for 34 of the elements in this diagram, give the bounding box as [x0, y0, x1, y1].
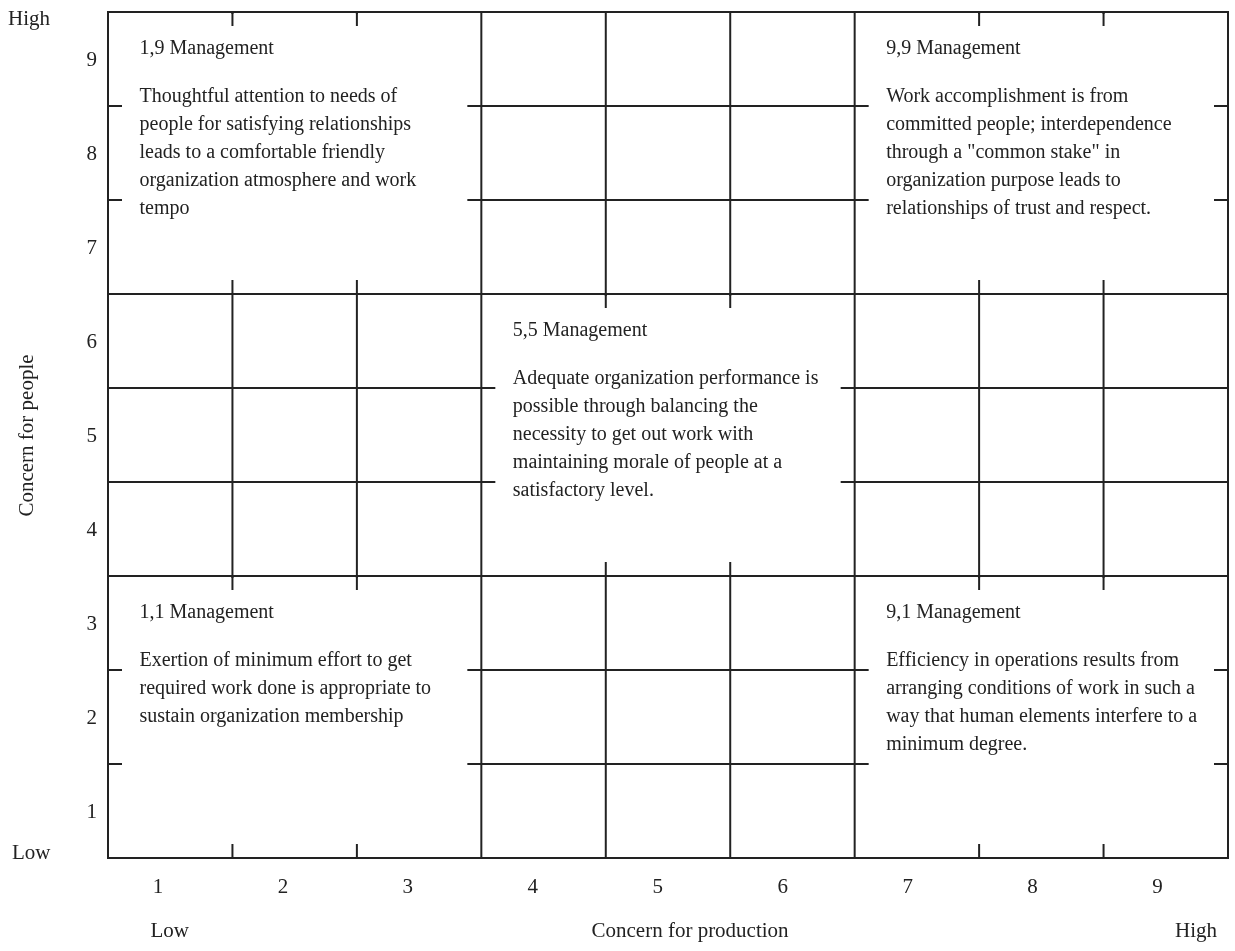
tick-label: 8	[86, 140, 97, 166]
tick-label: 4	[86, 516, 97, 542]
tick-label: 9	[1152, 873, 1163, 899]
region-heading: 1,9 Management	[139, 35, 275, 59]
axis-title: Concern for production	[591, 917, 789, 943]
tick-label: 5	[86, 422, 97, 448]
axis-title: Concern for people	[13, 353, 39, 517]
tick-label: 6	[86, 328, 97, 354]
tick-label: 9	[86, 46, 97, 72]
region-heading: 1,1 Management	[139, 599, 275, 623]
axis-end-label: High	[8, 6, 50, 31]
tick-label: 3	[402, 873, 414, 899]
region-heading: 5,5 Management	[512, 317, 649, 341]
tick-label: 1	[86, 798, 97, 824]
tick-label: 2	[277, 873, 289, 899]
tick-label: 3	[86, 610, 97, 636]
region-description: Thoughtful attention to needs of people for satisfying relationships leads to a comfortable friendly organization atmosphere and work tempo	[139, 82, 418, 221]
tick-label: 1	[152, 873, 164, 899]
tick-label: 5	[652, 873, 663, 899]
tick-label: 7	[902, 873, 913, 899]
axis-end-label: High	[1175, 917, 1217, 943]
region-heading: 9,1 Management	[886, 599, 1022, 623]
tick-label: 2	[86, 704, 97, 730]
tick-label: 6	[777, 873, 788, 899]
tick-label: 7	[86, 234, 97, 260]
region-description: Work accomplishment is from committed people; interdependence through a "common stake" in organization purpose leads to relationships of trust and respect.	[886, 82, 1173, 221]
region-description: Adequate organization performance is possible through balancing the necessity to get out work with maintaining morale of people at a satisfactory level.	[512, 364, 820, 503]
region-heading: 9,9 Management	[886, 35, 1022, 59]
region-description: Exertion of minimum effort to get required work done is appropriate to sustain organization membership	[139, 646, 433, 729]
axis-end-label: Low	[12, 840, 51, 865]
region-description: Efficiency in operations results from arranging conditions of work in such a way that human elements interfere to a minimum degree.	[886, 646, 1199, 757]
tick-label: 8	[1027, 873, 1038, 899]
axis-end-label: Low	[150, 917, 189, 943]
tick-label: 4	[527, 873, 539, 899]
